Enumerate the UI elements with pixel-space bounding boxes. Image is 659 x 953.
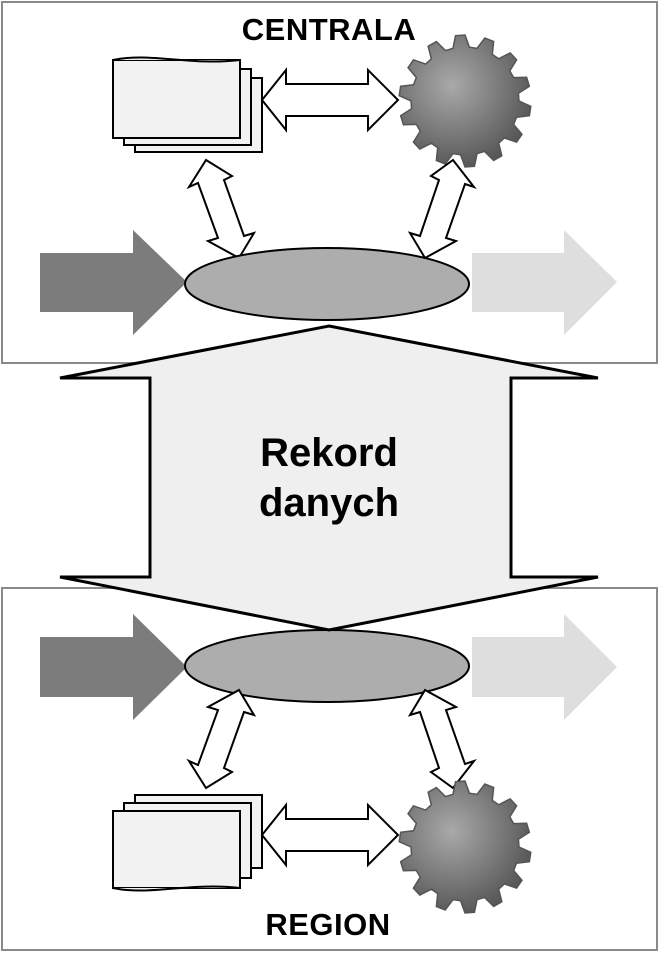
- input-arrow: [40, 230, 187, 335]
- data-record-label-line2: danych: [259, 481, 399, 525]
- document-stack-icon: [112, 56, 263, 153]
- input-arrow: [40, 614, 187, 720]
- doc-gear-double-arrow: [260, 802, 400, 868]
- data-record-block: Rekord danych: [59, 324, 599, 632]
- data-record-double-arrow: [59, 324, 599, 632]
- output-arrow: [472, 614, 617, 720]
- data-record-label-line1: Rekord: [260, 431, 398, 475]
- gear-process-double-arrow: [407, 688, 477, 790]
- doc-process-double-arrow: [186, 688, 257, 790]
- bottom-panel-label: REGION: [265, 907, 390, 942]
- doc-gear-double-arrow: [260, 67, 400, 133]
- document-stack-icon: [112, 794, 263, 892]
- gear-icon: [398, 34, 532, 168]
- bottom-panel: REGION: [1, 587, 658, 951]
- process-ellipse: [184, 247, 470, 321]
- output-arrow: [472, 230, 617, 335]
- top-panel: CENTRALA: [1, 1, 658, 364]
- top-panel-label: CENTRALA: [242, 12, 417, 47]
- gear-icon: [398, 780, 532, 914]
